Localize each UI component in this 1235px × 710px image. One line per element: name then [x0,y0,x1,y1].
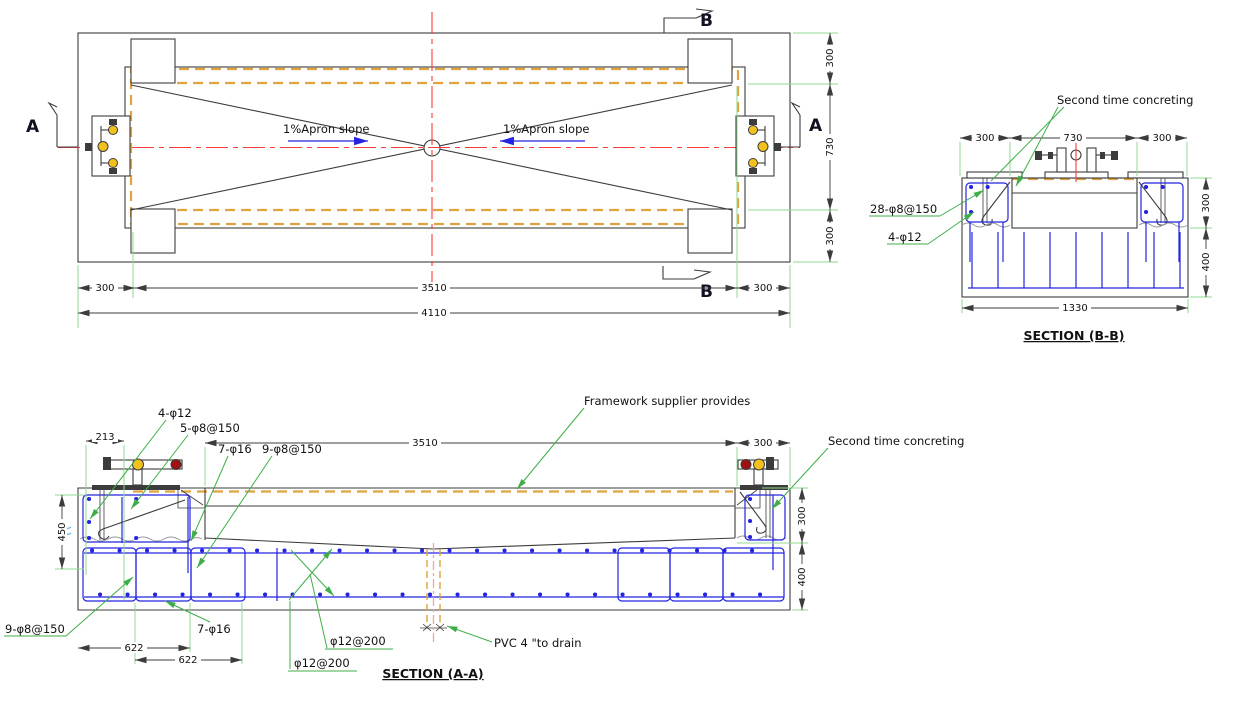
section-letter-b: B [700,11,713,31]
section-bb: 300 730 300 300 400 1330 Second time con… [869,93,1212,343]
aa-dim-622-b: 622 [178,655,197,666]
aa-leader-framework [516,407,585,490]
aa-dim-622-a: 622 [124,643,143,654]
aa-label-pvc-drain: PVC 4 "to drain [494,636,582,650]
bb-load-cell-mount [1035,142,1118,182]
bb-rebar-cages [965,182,1184,262]
bb-recess [1011,177,1138,229]
aa-label-phi12-200-upper: φ12@200 [330,634,386,648]
plan-view: 1%Apron slope 1%Apron slope [26,8,838,328]
aa-right-dimensions: 300 400 [737,487,808,611]
aa-load-cell-right [737,457,788,490]
aa-mesh-leaders [288,548,393,672]
aa-leader-9-phi8-top [196,455,273,569]
dim-right-300-top: 300 [825,48,836,67]
aa-dim-213: 213 [95,432,114,443]
plan-bottom-dimensions: 300 3510 300 4110 [78,282,790,319]
plan-slope-label-right: 1%Apron slope [503,122,589,136]
aa-dim-300-vert: 300 [797,506,808,525]
aa-title: SECTION (A-A) [382,666,483,681]
section-marker-a-left: A [26,101,78,148]
aa-pit-floor-slope [204,537,736,550]
aa-hook-left [98,499,186,540]
section-marker-b-top: B [663,8,715,33]
dim-4110: 4110 [421,308,446,319]
aa-leader-5-phi8 [130,434,189,510]
bb-hook-left [981,181,1011,226]
bb-top-dimensions: 300 730 300 [959,132,1188,176]
section-letter-a: A [26,117,40,137]
aa-leader-9-phi8-left [65,576,134,637]
aa-leader-4-phi12 [89,419,167,520]
plan-slope-label-left: 1%Apron slope [283,122,369,136]
aa-pedestal-cage-right [739,488,786,570]
aa-anchor-strap-left [99,488,105,540]
plan-corner-blocks [130,38,733,254]
dim-right-300-bottom: 300 [825,226,836,245]
aa-pvc-drain-pipe [420,543,447,645]
bb-label-second-time-concreting: Second time concreting [1057,93,1193,107]
aa-load-cell-left [92,457,183,490]
aa-dim-3510: 3510 [412,438,437,449]
aa-dim-400-vert: 400 [797,567,808,586]
bb-leader-second-time-2 [990,106,1065,182]
aa-leader-pvc-drain [446,625,493,643]
bb-flange-right [1127,171,1184,179]
aa-label-framework: Framework supplier provides [584,394,750,408]
aa-label-7-phi16-bottom: 7-φ16 [197,622,231,636]
dim-3510: 3510 [421,283,446,294]
section-marker-a-right: A [779,101,823,148]
aa-dim-300-top: 300 [753,438,772,449]
aa-label-7-phi16-top: 7-φ16 [218,442,252,456]
bb-dim-400-vert: 400 [1201,252,1212,271]
aa-label-9-phi8-top: 9-φ8@150 [262,442,322,456]
aa-break-line-left [79,536,203,542]
aa-label-second-time-concreting: Second time concreting [828,434,964,448]
bb-dim-300-vert: 300 [1201,193,1212,212]
bb-label-28-phi8: 28-φ8@150 [870,202,937,216]
bb-dim-730: 730 [1063,133,1082,144]
plan-platform-dashed-edge [129,67,740,226]
aa-label-phi12-200-lower: φ12@200 [294,656,350,670]
dim-right-730: 730 [825,137,836,156]
bb-dim-1330: 1330 [1062,303,1087,314]
aa-label-4-phi12: 4-φ12 [158,406,192,420]
aa-top-dimensions: 213 3510 300 [85,432,791,600]
bb-dim-300-left: 300 [975,133,994,144]
aa-leader-7-phi16-top [190,455,229,542]
dim-300-left: 300 [95,283,114,294]
plan-load-cell-right [735,115,781,177]
section-letter-b: B [700,282,713,302]
aa-leader-second-time [771,447,829,510]
aa-label-9-phi8-left: 9-φ8@150 [5,622,65,636]
bb-right-dimensions: 300 400 [1190,177,1212,298]
plan-load-cell-left [85,115,131,177]
aa-label-5-phi8: 5-φ8@150 [180,421,240,435]
bb-lower-rebar [968,232,1184,289]
bb-dim-300-right: 300 [1152,133,1171,144]
aa-left-dimension: 450 [55,494,84,570]
bb-leader-28-phi8 [939,189,985,217]
bb-title: SECTION (B-B) [1023,328,1124,343]
bb-bottom-dimension: 1330 [961,299,1189,314]
aa-deck-bracket-right [735,488,761,509]
section-aa: 213 3510 300 450 300 400 [4,394,964,681]
section-marker-b-bottom: B [662,266,713,302]
bb-label-4-phi12: 4-φ12 [888,230,922,244]
aa-dim-450: 450 [57,522,68,541]
aa-leader-7-phi16-bottom [164,600,211,623]
aa-hook-right [739,491,767,534]
dim-300-right: 300 [753,283,772,294]
section-letter-a: A [809,116,823,136]
bb-leader-4-phi12 [927,211,975,245]
aa-bottom-dimensions: 622 622 [78,603,243,666]
plan-right-dimensions: 300 730 300 [824,33,836,262]
